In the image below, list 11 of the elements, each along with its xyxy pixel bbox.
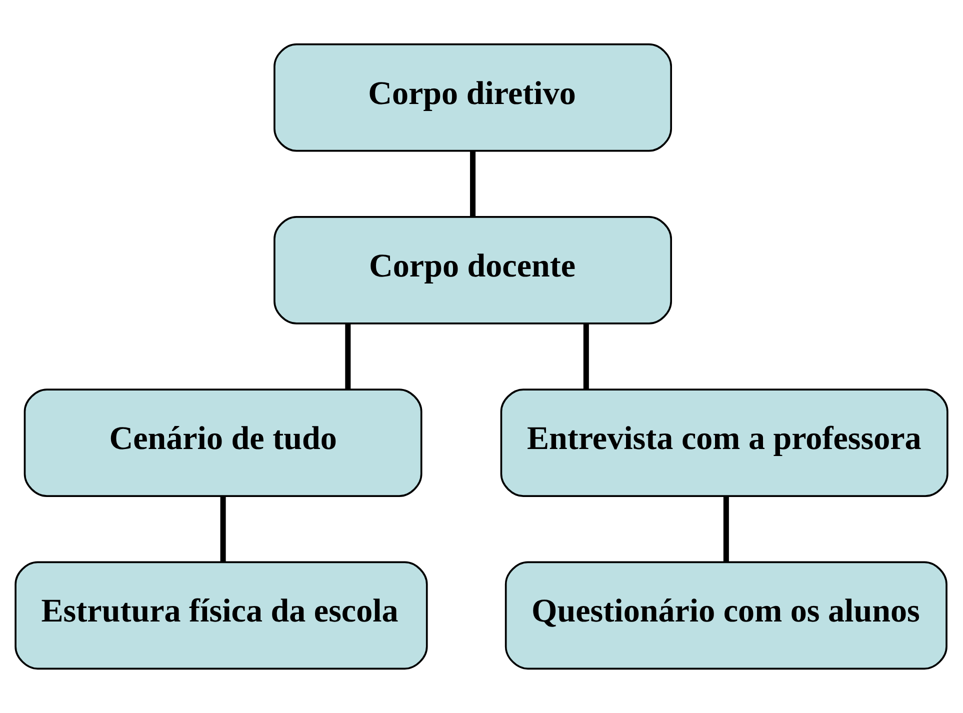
node-box: Cenário de tudo <box>24 388 422 497</box>
connector <box>723 496 729 562</box>
node-box: Estrutura física da escola <box>14 561 428 670</box>
connector <box>470 151 476 217</box>
node-box: Corpo diretivo <box>274 43 672 152</box>
connector <box>583 324 589 390</box>
connector <box>220 496 226 562</box>
node-box: Entrevista com a professora <box>500 388 948 497</box>
connector <box>345 324 351 390</box>
node-box: Questionário com os alunos <box>504 561 948 670</box>
node-box: Corpo docente <box>274 216 672 324</box>
